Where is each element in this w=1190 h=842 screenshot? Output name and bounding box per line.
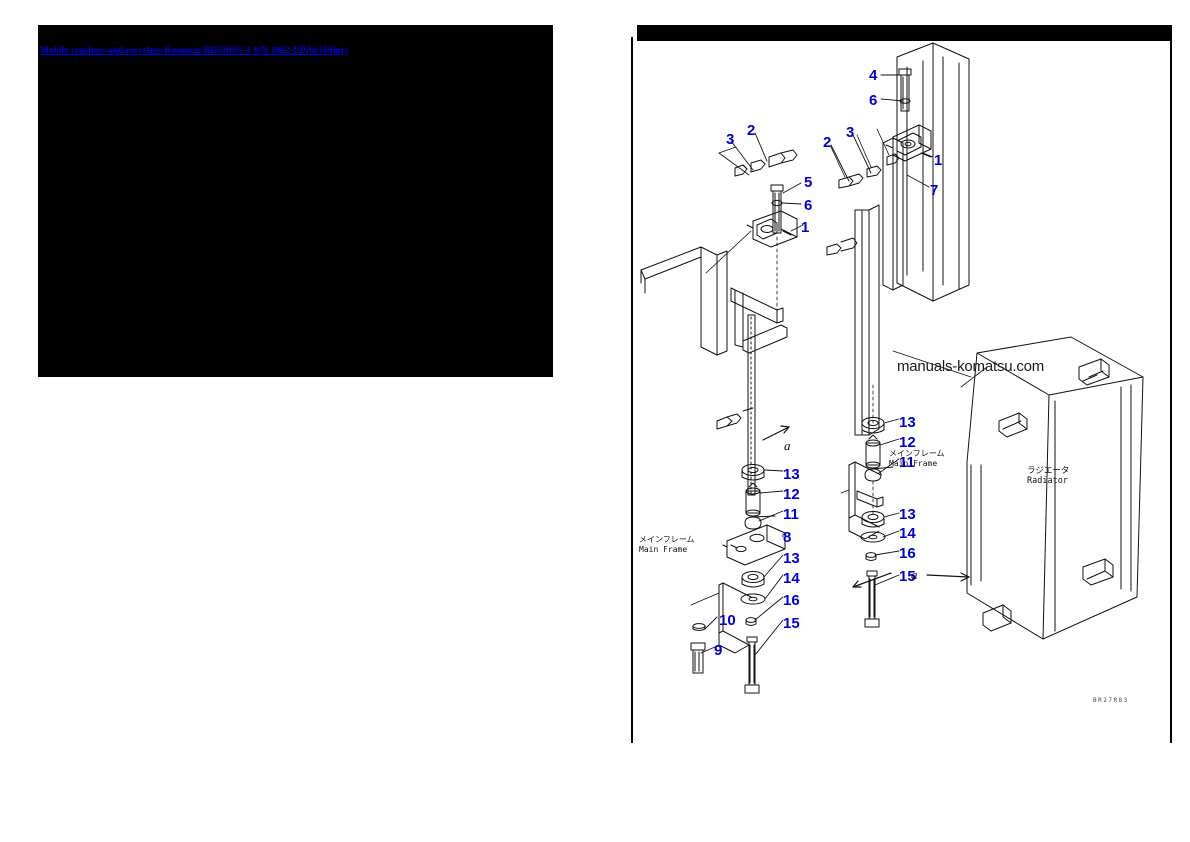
callout-14: 14	[783, 570, 800, 587]
label-main-frame-right-jp: メインフレーム	[889, 449, 945, 458]
callout-15: 15	[899, 568, 916, 585]
label-main-frame-right-en: Main Frame	[889, 458, 938, 468]
callout-4: 4	[869, 67, 878, 84]
label-radiator-jp: ラジエータ	[1027, 466, 1070, 476]
callout-1: 1	[934, 152, 943, 169]
sheet-reference-code: BR27R83	[1093, 697, 1129, 704]
label-main-frame-left-jp: メインフレーム	[639, 535, 695, 544]
section-marker-a-right: a	[911, 567, 918, 582]
section-marker-a-left: a	[784, 438, 791, 453]
label-radiator-en: Radiator	[1027, 475, 1068, 486]
callout-16: 16	[783, 592, 800, 609]
site-watermark: manuals-komatsu.com	[897, 358, 1045, 375]
callout-5: 5	[804, 174, 813, 191]
callout-9: 9	[714, 642, 723, 659]
callout-11: 11	[783, 506, 799, 523]
callout-2: 2	[747, 122, 756, 139]
callout-16: 16	[899, 545, 916, 562]
diagram-right-border	[1170, 41, 1172, 743]
callout-1: 1	[801, 219, 810, 236]
callout-3: 3	[846, 124, 855, 141]
diagram-linework	[640, 42, 1144, 694]
label-main-frame-left-en: Main Frame	[639, 544, 688, 554]
callout-13: 13	[899, 414, 916, 431]
callout-13: 13	[783, 550, 800, 567]
diagram-header-bar	[637, 25, 1172, 41]
callout-12: 12	[899, 434, 916, 451]
callout-7: 7	[930, 182, 939, 199]
callout-11: 11	[899, 454, 915, 471]
callout-13: 13	[783, 466, 800, 483]
diagram-left-border	[631, 37, 633, 743]
callout-3: 3	[726, 131, 735, 148]
document-title-link[interactable]: Mobile crushers and recyclers Komatsu BR…	[40, 46, 348, 56]
callout-2: 2	[823, 134, 832, 151]
callout-14: 14	[899, 525, 916, 542]
callout-6: 6	[804, 197, 813, 214]
callout-6: 6	[869, 92, 878, 109]
callout-13: 13	[899, 506, 916, 523]
callout-15: 15	[783, 615, 800, 632]
callout-10: 10	[719, 612, 736, 629]
image-placeholder-panel	[38, 25, 553, 377]
callout-8: 8	[783, 529, 792, 546]
callout-12: 12	[783, 486, 800, 503]
